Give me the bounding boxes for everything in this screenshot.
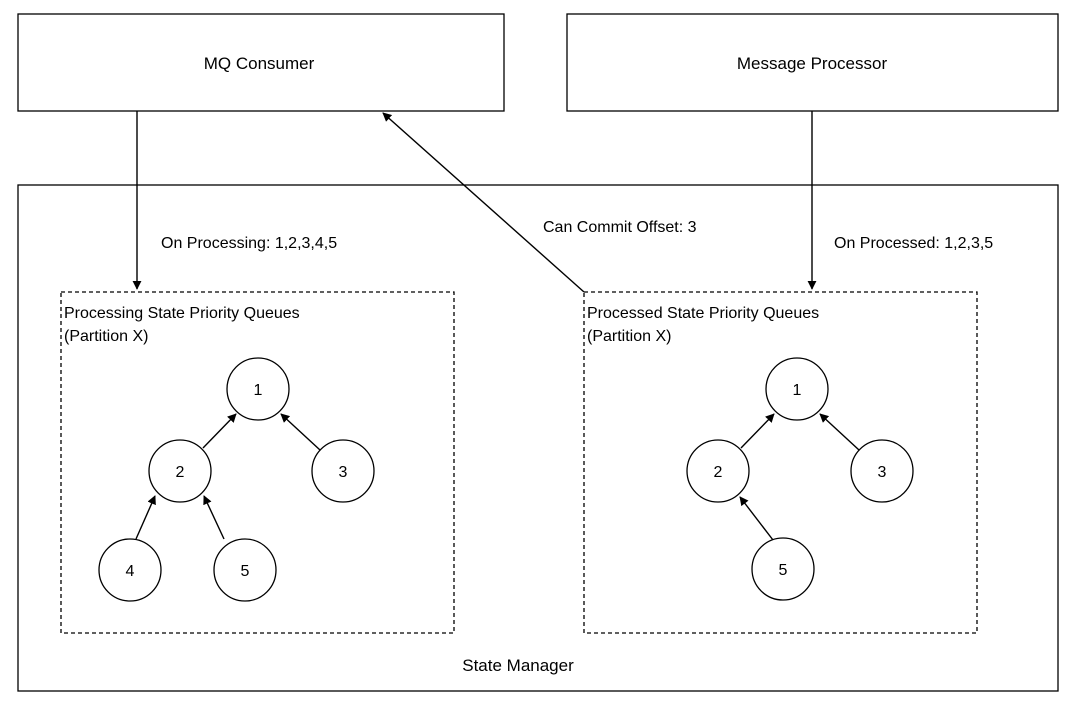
node-label: 3 xyxy=(878,464,887,481)
message-processor-box xyxy=(566,13,1059,112)
commit-offset-arrow xyxy=(382,112,585,293)
tree-edge xyxy=(202,413,237,449)
commit-offset-label: Can Commit Offset: 3 xyxy=(543,219,697,236)
state-manager-box xyxy=(17,184,1059,692)
tree-node: 1 xyxy=(765,357,829,421)
tree-edge xyxy=(819,413,860,451)
tree-node: 1 xyxy=(226,357,290,421)
processed-queue-subtitle: (Partition X) xyxy=(587,328,671,345)
node-label: 5 xyxy=(241,563,250,580)
tree-edge xyxy=(739,496,774,541)
processed-queue-region xyxy=(583,291,978,634)
message-processor-title: Message Processor xyxy=(737,54,888,73)
tree-node: 3 xyxy=(311,439,375,503)
tree-node: 3 xyxy=(850,439,914,503)
tree-edge xyxy=(280,413,321,451)
node-label: 2 xyxy=(714,464,723,481)
tree-node: 2 xyxy=(148,439,212,503)
node-label: 4 xyxy=(126,563,135,580)
tree-node: 5 xyxy=(751,537,815,601)
tree-edge xyxy=(203,495,225,540)
on-processed-label: On Processed: 1,2,3,5 xyxy=(834,235,993,252)
node-label: 2 xyxy=(176,464,185,481)
node-label: 1 xyxy=(254,382,263,399)
mq-consumer-title: MQ Consumer xyxy=(204,54,315,73)
tree-node: 5 xyxy=(213,538,277,602)
mq-consumer-box xyxy=(17,13,505,112)
tree-edge xyxy=(740,413,775,449)
processing-queue-subtitle: (Partition X) xyxy=(64,328,148,345)
state-manager-title: State Manager xyxy=(462,656,574,675)
tree-node: 2 xyxy=(686,439,750,503)
processing-queue-title: Processing State Priority Queues xyxy=(64,305,300,322)
processing-queue-region xyxy=(60,291,455,634)
node-label: 5 xyxy=(779,562,788,579)
on-processing-label: On Processing: 1,2,3,4,5 xyxy=(161,235,337,252)
tree-node: 4 xyxy=(98,538,162,602)
processed-queue-title: Processed State Priority Queues xyxy=(587,305,819,322)
tree-edge xyxy=(135,495,156,540)
node-label: 1 xyxy=(793,382,802,399)
node-label: 3 xyxy=(339,464,348,481)
